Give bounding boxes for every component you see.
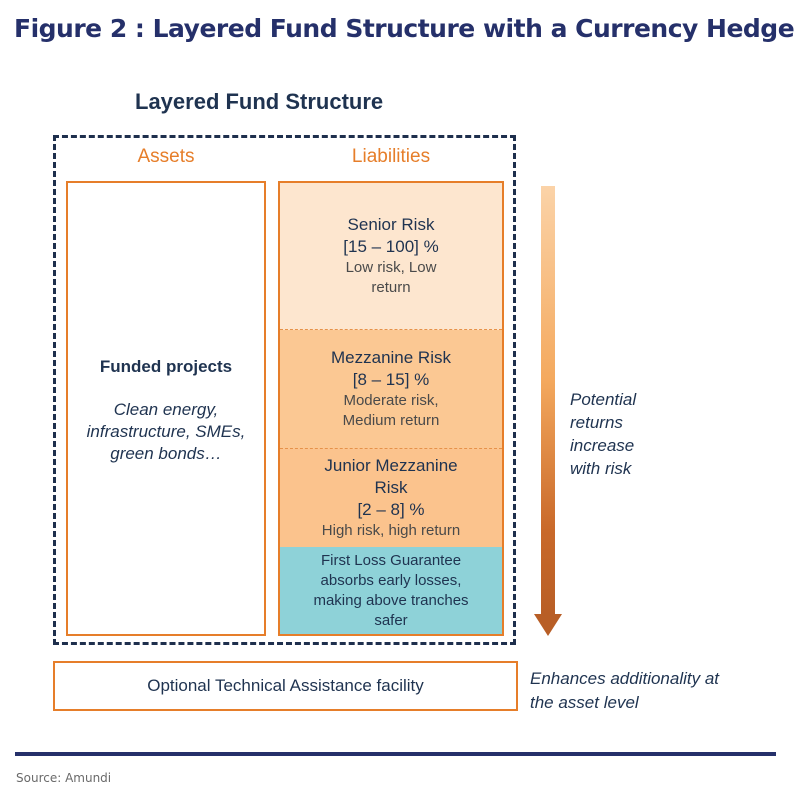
risk-return-note: Potential returns increase with risk xyxy=(570,388,690,480)
first-loss-line: making above tranches xyxy=(313,591,469,609)
assets-label: Assets xyxy=(137,146,195,167)
first-loss-line: absorbs early losses, xyxy=(320,571,462,589)
assets-example-line: Clean energy, xyxy=(113,399,219,419)
tranche-range: [2 – 8] % xyxy=(357,500,425,519)
note-line: Enhances additionality at xyxy=(530,669,720,688)
tranche-senior: Senior Risk [15 – 100] % Low risk, Low r… xyxy=(280,183,502,330)
assets-heading: Funded projects xyxy=(99,356,233,376)
assets-box: Funded projects Clean energy, infrastruc… xyxy=(66,181,266,636)
diagram-title: Layered Fund Structure xyxy=(135,89,384,114)
tranche-name: Junior Mezzanine xyxy=(324,456,458,475)
tranche-desc: Low risk, Low xyxy=(345,259,437,276)
note-line: increase xyxy=(570,436,635,455)
assets-examples: Clean energy, infrastructure, SMEs, gree… xyxy=(87,399,246,465)
fund-boundary xyxy=(53,135,516,645)
tranche-name: Risk xyxy=(374,478,408,497)
source-note: Source: Amundi xyxy=(16,771,112,785)
tranche-desc: Medium return xyxy=(342,412,440,429)
tranche-name: Mezzanine Risk xyxy=(331,348,451,367)
footer-divider xyxy=(15,752,776,756)
note-line: the asset level xyxy=(530,693,639,712)
note-line: Potential xyxy=(570,390,637,409)
assets-example-line: infrastructure, SMEs, xyxy=(86,421,246,441)
tranche-desc: return xyxy=(371,279,411,296)
tranche-first-loss: First Loss Guarantee absorbs early losse… xyxy=(280,547,502,634)
first-loss-line: First Loss Guarantee xyxy=(320,551,462,569)
arrow-head xyxy=(534,614,562,636)
tranche-range: [8 – 15] % xyxy=(352,370,430,389)
figure-title: Figure 2 : Layered Fund Structure with a… xyxy=(14,14,795,43)
down-arrow-icon xyxy=(534,186,562,638)
assets-example-line: green bonds… xyxy=(110,443,222,463)
liabilities-label: Liabilities xyxy=(351,146,431,167)
tranche-desc: High risk, high return xyxy=(321,522,461,539)
technical-assistance-box: Optional Technical Assistance facility xyxy=(53,661,518,711)
first-loss-line: safer xyxy=(374,611,408,629)
tranche-name: Senior Risk xyxy=(347,215,435,234)
tranche-junior-mezzanine: Junior Mezzanine Risk [2 – 8] % High ris… xyxy=(280,449,502,547)
tranche-desc: Moderate risk, xyxy=(343,392,439,409)
tranche-range: [15 – 100] % xyxy=(343,237,439,256)
liabilities-box: Senior Risk [15 – 100] % Low risk, Low r… xyxy=(278,181,504,636)
technical-assistance-note: Enhances additionality at the asset leve… xyxy=(530,667,770,715)
arrow-shaft xyxy=(541,186,555,616)
note-line: returns xyxy=(570,413,623,432)
note-line: with risk xyxy=(570,459,632,478)
tranche-mezzanine: Mezzanine Risk [8 – 15] % Moderate risk,… xyxy=(280,330,502,449)
